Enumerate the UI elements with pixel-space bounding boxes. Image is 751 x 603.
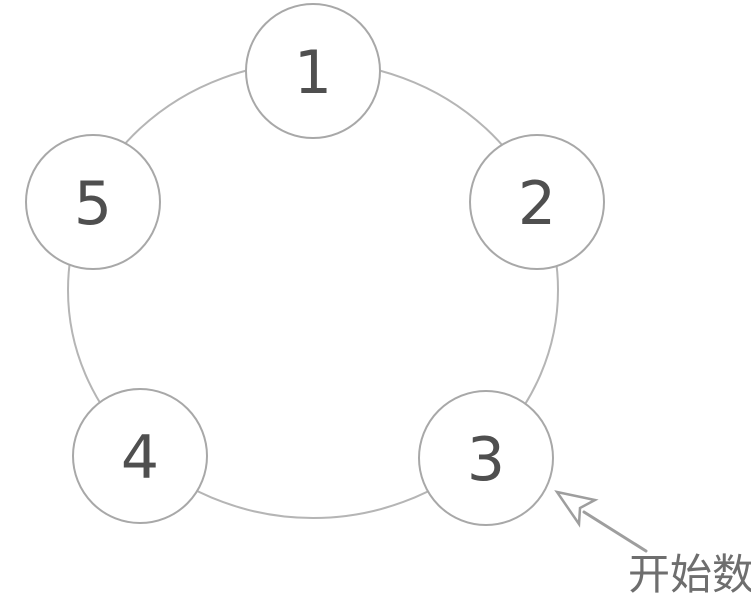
arrow-shaft (582, 510, 648, 553)
node-circle-5 (25, 134, 161, 270)
annotation-start-label: 开始数 (628, 550, 751, 599)
node-circle-4 (72, 388, 208, 524)
node-label-4: 4 (121, 423, 159, 493)
node-circle-1 (245, 3, 381, 139)
node-circle-2 (469, 134, 605, 270)
node-label-2: 2 (518, 169, 556, 239)
node-circle-3 (418, 390, 554, 526)
start-arrow (554, 490, 648, 553)
node-label-1: 1 (294, 38, 332, 108)
node-label-3: 3 (467, 425, 505, 495)
node-label-5: 5 (74, 169, 112, 239)
arrow-head-icon (554, 490, 599, 528)
